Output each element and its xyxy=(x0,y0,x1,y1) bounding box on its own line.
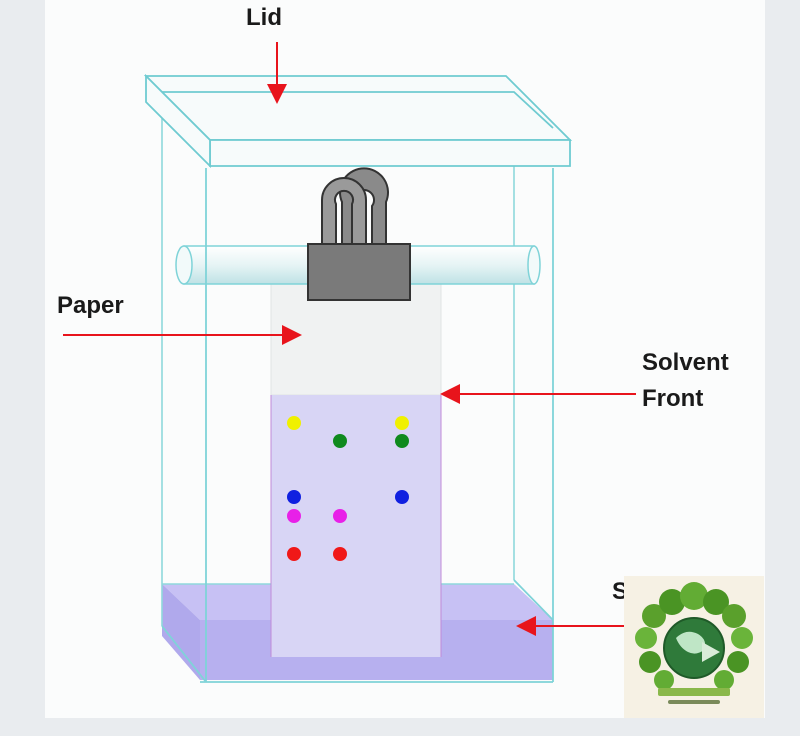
spot-red-lane2 xyxy=(333,547,347,561)
spot-yellow-lane1 xyxy=(287,416,301,430)
clip-body xyxy=(307,243,411,301)
logo-caption xyxy=(668,700,720,704)
lid-front-face xyxy=(209,139,571,167)
solvent-label-partial: S xyxy=(612,578,626,605)
lid-label: Lid xyxy=(246,4,282,31)
rod-right-end xyxy=(527,245,541,285)
spot-magenta-lane2 xyxy=(333,509,347,523)
tank-left-bottom-diagonal xyxy=(161,625,207,683)
tank-front xyxy=(161,168,554,683)
spot-blue-lane1 xyxy=(287,490,301,504)
solvent-front-arrow-head xyxy=(440,384,460,404)
spot-green-lane3 xyxy=(395,434,409,448)
solvent-arrow-head xyxy=(516,616,536,636)
spot-magenta-lane1 xyxy=(287,509,301,523)
tree-foliage xyxy=(635,582,753,690)
chromatogram-spots xyxy=(287,416,409,561)
solvent-side-face xyxy=(162,584,200,680)
tank-right-bottom-diagonal xyxy=(513,579,554,621)
spot-blue-lane3 xyxy=(395,490,409,504)
binder-clip-icon xyxy=(307,167,411,301)
paper-label: Paper xyxy=(57,292,124,319)
logo-banner xyxy=(658,688,730,696)
spot-yellow-lane3 xyxy=(395,416,409,430)
play-triangle xyxy=(702,642,720,662)
globe-land xyxy=(676,631,706,654)
label-arrows xyxy=(63,42,636,636)
solvent-front-label: Solvent Front xyxy=(642,349,729,412)
logo-graphic xyxy=(635,582,753,704)
tank-lid xyxy=(143,73,573,169)
spot-red-lane1 xyxy=(287,547,301,561)
lid-top-face xyxy=(143,75,573,141)
spot-green-lane2 xyxy=(333,434,347,448)
earth-tree-logo-icon xyxy=(624,576,764,718)
paper-wet-region xyxy=(271,395,441,657)
rod-left-end xyxy=(175,245,193,285)
paper-arrow-head xyxy=(282,325,302,345)
lid-arrow-head xyxy=(267,84,287,104)
lid-side-face xyxy=(145,73,211,169)
paper-strip xyxy=(270,281,442,657)
clip-handle-front xyxy=(321,177,367,253)
